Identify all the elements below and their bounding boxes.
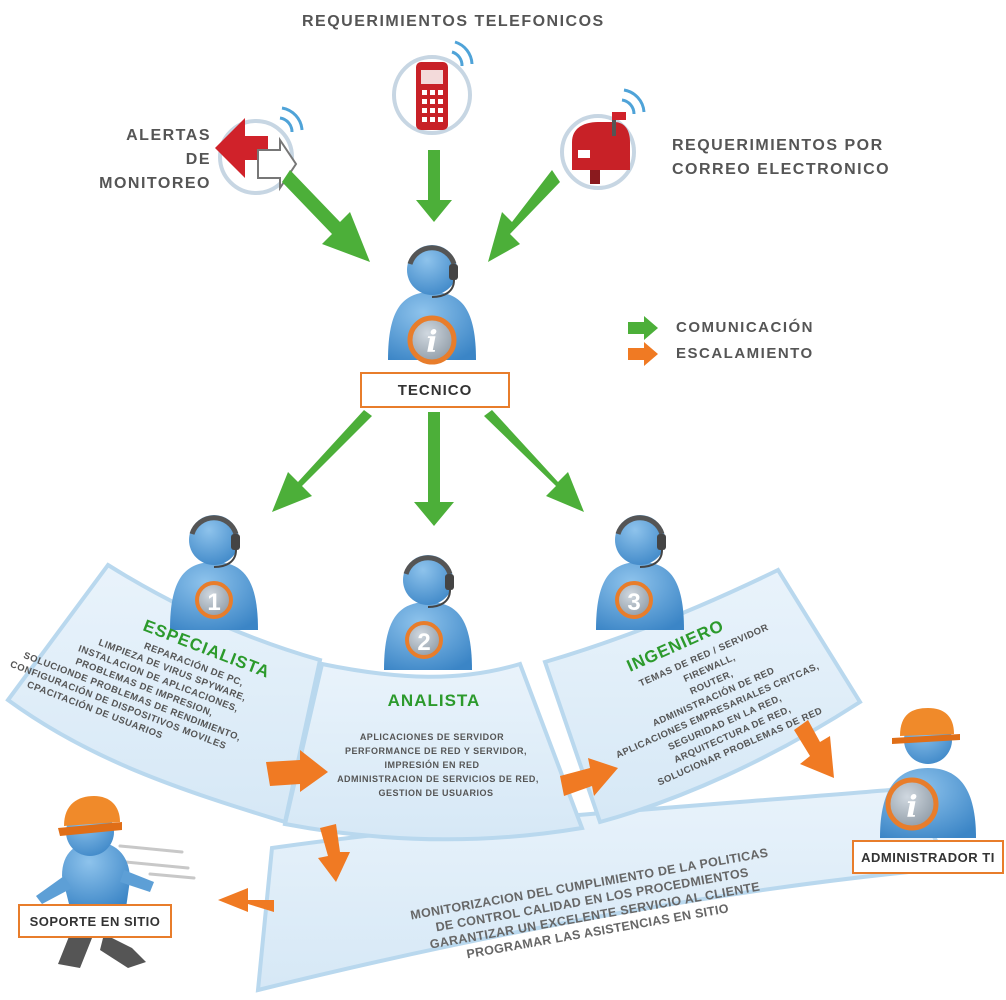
legend-orange-swatch [628,342,658,366]
phone-icon [392,40,474,135]
specialist-number: 1 [207,589,220,616]
legend-communication: COMUNICACIÓN [676,319,814,336]
email-requests-line: REQUERIMIENTOS POR [672,137,884,154]
engineer-number: 3 [627,589,640,616]
svg-text:i: i [906,790,917,825]
analyst-items: APLICACIONES DE SERVIDOR PERFORMANCE DE … [337,732,539,798]
analyst-panel [282,661,585,842]
tecnico-box: TECNICO [360,372,510,408]
legend-green-swatch [628,316,658,340]
analyst-item: APLICACIONES DE SERVIDOR [360,732,504,742]
analyst-agent: 2 [384,555,472,670]
legend-escalation: ESCALAMIENTO [676,345,814,362]
specialist-agent: 1 [170,515,258,630]
monitoring-alerts-label: ALERTAS DE MONITOREO [96,124,211,196]
arrow-email-to-tecnico [488,170,560,262]
communication-arrows [272,150,584,526]
analyst-item: GESTION DE USUARIOS [378,788,493,798]
analyst-item: PERFORMANCE DE RED Y SERVIDOR, [345,746,527,756]
monitoring-alerts-line: MONITOREO [99,175,211,192]
phone-requests-label: REQUERIMIENTOS TELEFONICOS [302,13,605,30]
admin-agent: i [880,708,976,838]
mailbox-icon [560,88,646,190]
escalation-arrows [218,316,834,912]
engineer-agent: 3 [596,515,684,630]
email-requests-line: CORREO ELECTRONICO [672,161,891,178]
analyst-title: ANALISTA [388,691,481,710]
email-requests-label: REQUERIMIENTOS POR CORREO ELECTRONICO [672,134,890,182]
monitoring-alerts-line: ALERTAS DE [126,127,211,168]
svg-text:i: i [426,325,437,360]
onsite-support-figure [36,796,196,968]
admin-box: ADMINISTRADOR TI [852,840,1004,874]
arrow-alert-to-tecnico [282,170,370,262]
arrow-tecnico-to-specialist [272,410,372,512]
tecnico-agent: i [388,245,476,365]
arrow-tecnico-to-analyst [414,412,454,526]
analyst-number: 2 [417,629,430,656]
analyst-item: IMPRESIÓN EN RED [384,759,479,770]
arrow-tecnico-to-engineer [484,410,584,512]
analyst-item: ADMINISTRACION DE SERVICIOS DE RED, [337,774,539,784]
specialist-items: REPARACIÓN DE PC, LIMPIEZA DE VIRUS SPYW… [8,637,247,752]
onsite-support-box: SOPORTE EN SITIO [18,904,172,938]
engineer-panel [542,567,863,825]
